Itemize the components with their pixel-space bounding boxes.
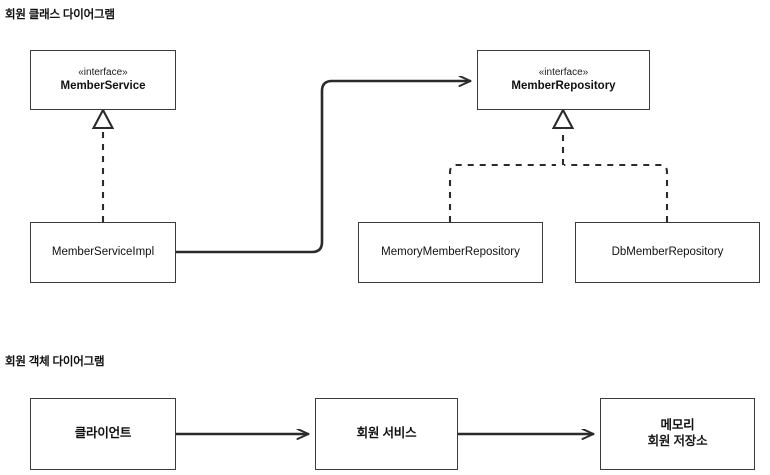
edge-realization-service-impl-to-service (91, 107, 115, 222)
object-node-memory-member-store[interactable]: 메모리 회원 저장소 (600, 398, 755, 470)
class-node-member-service-impl[interactable]: MemberServiceImpl (30, 222, 176, 283)
class-node-member-repository[interactable]: «interface» MemberRepository (477, 50, 650, 110)
object-name-label-line1: 메모리 (660, 418, 695, 433)
object-node-member-service[interactable]: 회원 서비스 (315, 398, 458, 470)
class-node-member-service[interactable]: «interface» MemberService (30, 50, 176, 110)
object-name-label-line2: 회원 저장소 (647, 434, 708, 448)
class-diagram-title: 회원 클래스 다이어그램 (5, 9, 115, 21)
object-name-label: 회원 서비스 (356, 426, 417, 441)
edge-realization-repositories-to-repository (448, 107, 669, 222)
stereotype-label: «interface» (538, 66, 589, 78)
class-name-label: DbMemberRepository (611, 246, 724, 259)
class-node-db-member-repository[interactable]: DbMemberRepository (575, 222, 760, 283)
class-name-label: MemoryMemberRepository (381, 246, 520, 259)
class-name-label: MemberRepository (511, 80, 616, 93)
class-name-label: MemberService (60, 80, 146, 93)
object-node-client[interactable]: 클라이언트 (30, 398, 176, 470)
class-name-label: MemberServiceImpl (51, 246, 155, 259)
object-name-label: 클라이언트 (74, 426, 132, 441)
class-node-memory-member-repository[interactable]: MemoryMemberRepository (358, 222, 543, 283)
object-diagram-title: 회원 객체 다이어그램 (5, 356, 105, 368)
stereotype-label: «interface» (78, 66, 128, 78)
